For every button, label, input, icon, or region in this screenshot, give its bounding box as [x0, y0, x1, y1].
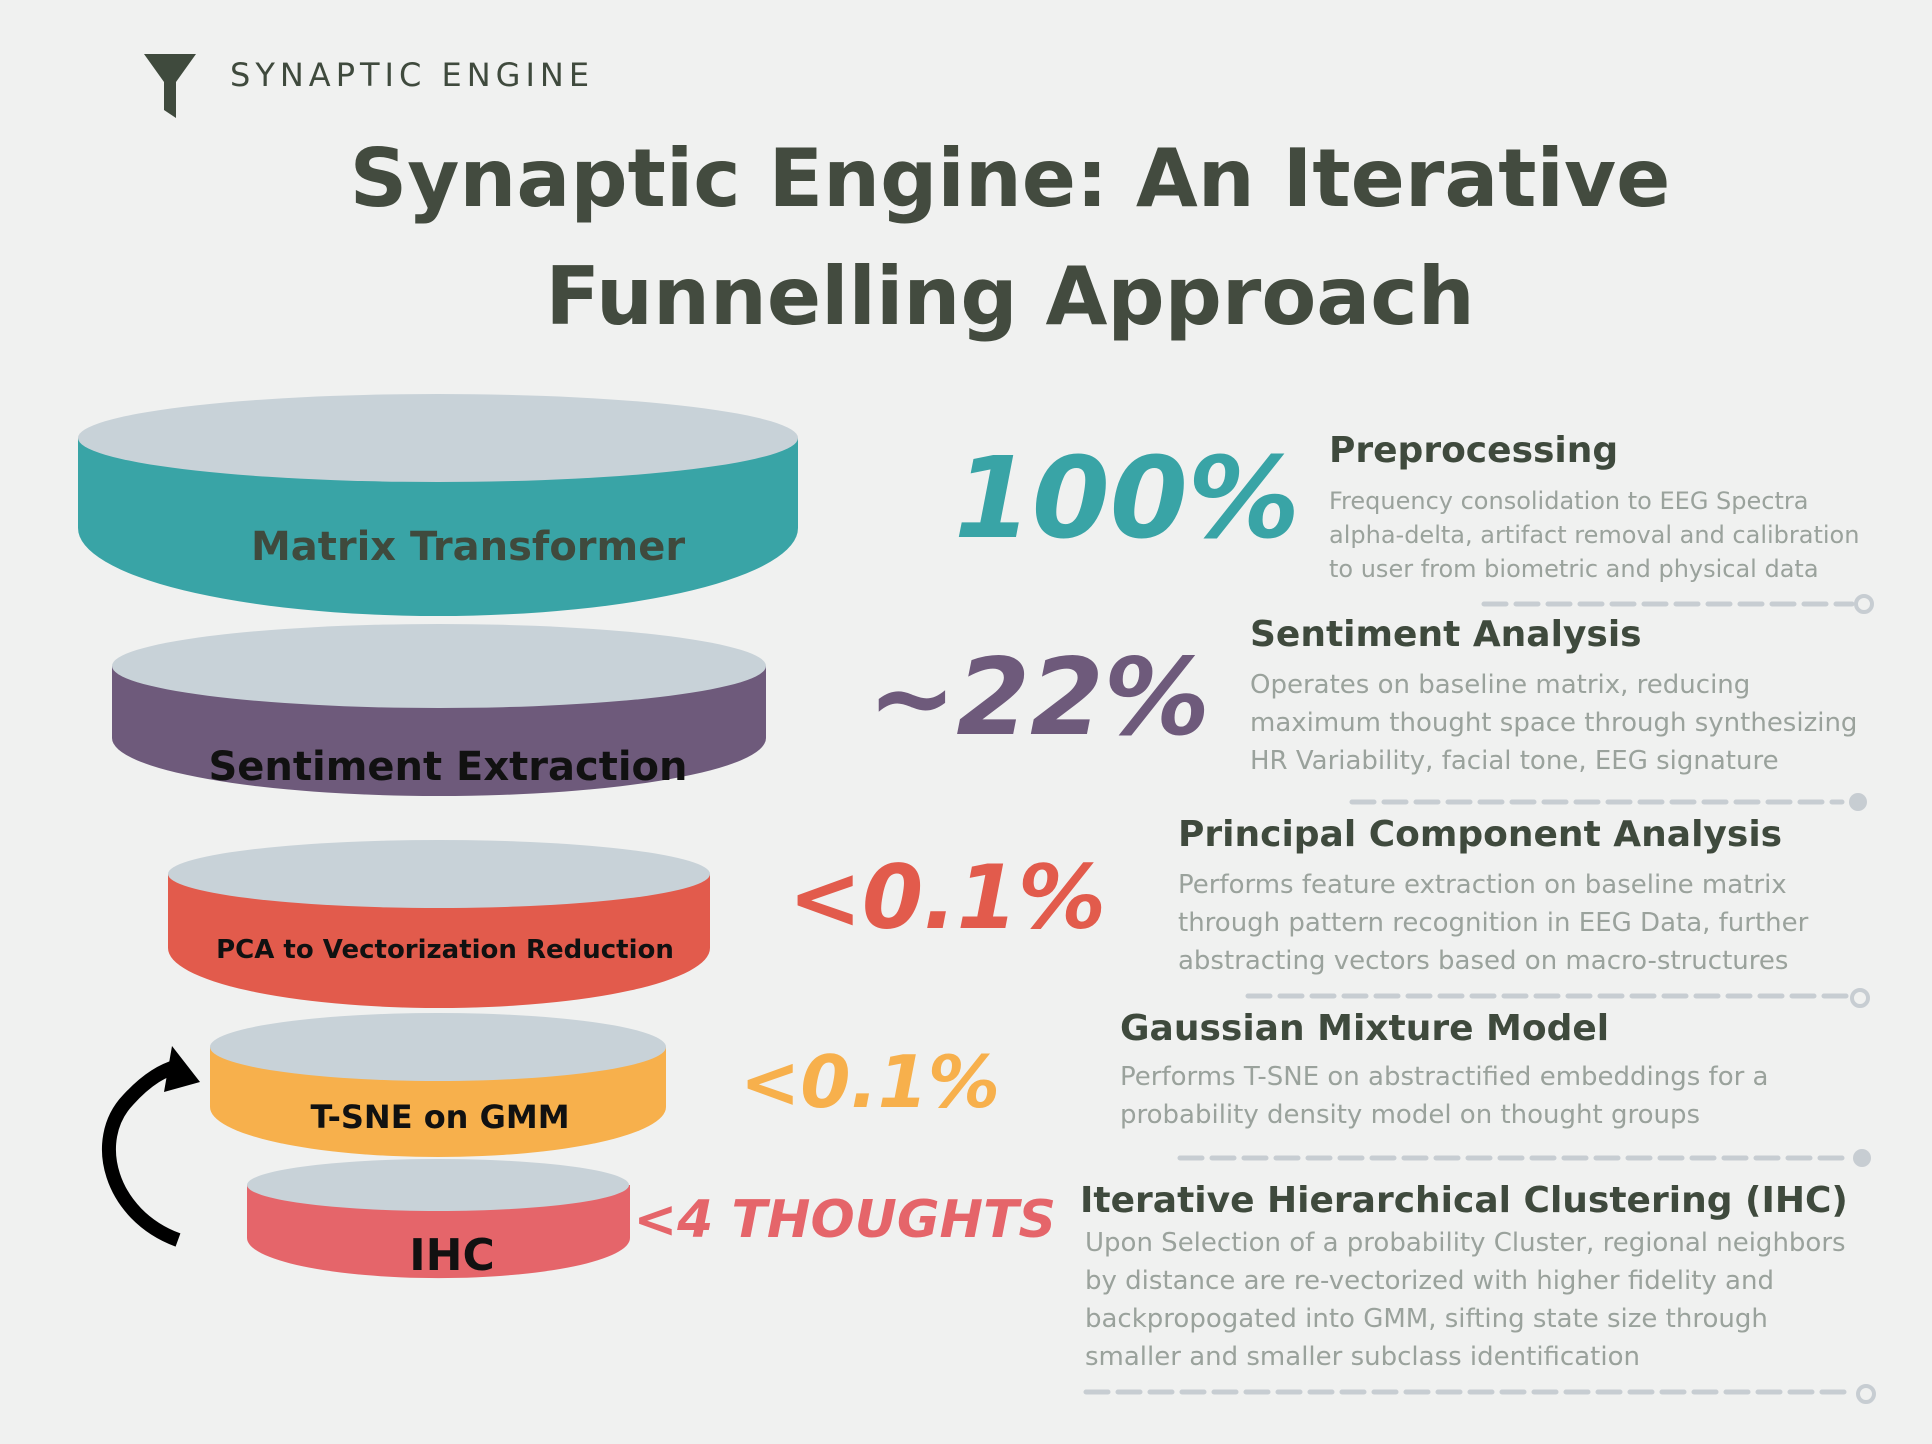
stage-heading-2: Sentiment Analysis [1250, 614, 1642, 655]
layer-label-5: IHC [409, 1230, 495, 1281]
connector-line-2 [1349, 793, 1867, 811]
stage-description-3: Performs feature extraction on baseline … [1178, 870, 1809, 976]
funnel-layer-4: T-SNE on GMM [210, 1013, 666, 1157]
stage-description-4: Performs T-SNE on abstractified embeddin… [1120, 1062, 1769, 1130]
connector-line-1 [1481, 594, 1874, 614]
percent-1: 100% [953, 434, 1300, 564]
connector-line-3 [1245, 988, 1870, 1008]
stage-description-5: Upon Selection of a probability Cluster,… [1085, 1228, 1846, 1372]
title-line-2: Funnelling Approach [545, 250, 1475, 343]
layer-label-1: Matrix Transformer [251, 524, 685, 570]
page-title: Synaptic Engine: An Iterative Funnelling… [200, 120, 1820, 356]
funnel-layer-2: Sentiment Extraction [112, 624, 766, 796]
brand-name: SYNAPTIC ENGINE [230, 56, 595, 94]
circular-arrow-icon [101, 1046, 200, 1247]
percent-4: <0.1% [739, 1040, 1000, 1124]
percent-3: <0.1% [788, 846, 1106, 949]
layer-label-3: PCA to Vectorization Reduction [216, 935, 674, 965]
percent-5: <4 THOUGHTS [633, 1190, 1056, 1250]
stage-heading-5: Iterative Hierarchical Clustering (IHC) [1080, 1180, 1848, 1221]
funnel-layer-3: PCA to Vectorization Reduction [168, 840, 710, 1008]
stage-description-1: Frequency consolidation to EEG Spectra a… [1329, 487, 1860, 583]
stage-description-2: Operates on baseline matrix, reducing ma… [1250, 670, 1858, 776]
funnel-layer-5: IHC [247, 1159, 630, 1281]
stage-heading-3: Principal Component Analysis [1178, 814, 1783, 855]
funnel-layer-1: Matrix Transformer [78, 394, 798, 616]
percent-2: ~22% [867, 636, 1210, 759]
stage-heading-1: Preprocessing [1329, 430, 1619, 471]
brand: SYNAPTIC ENGINE [144, 54, 589, 118]
connector-line-4 [1177, 1149, 1871, 1167]
layer-label-2: Sentiment Extraction [208, 744, 687, 790]
title-line-1: Synaptic Engine: An Iterative [349, 132, 1671, 225]
layer-label-4: T-SNE on GMM [310, 1098, 569, 1136]
connector-line-5 [1083, 1384, 1876, 1404]
funnel-icon [144, 54, 196, 118]
stage-heading-4: Gaussian Mixture Model [1120, 1008, 1610, 1049]
